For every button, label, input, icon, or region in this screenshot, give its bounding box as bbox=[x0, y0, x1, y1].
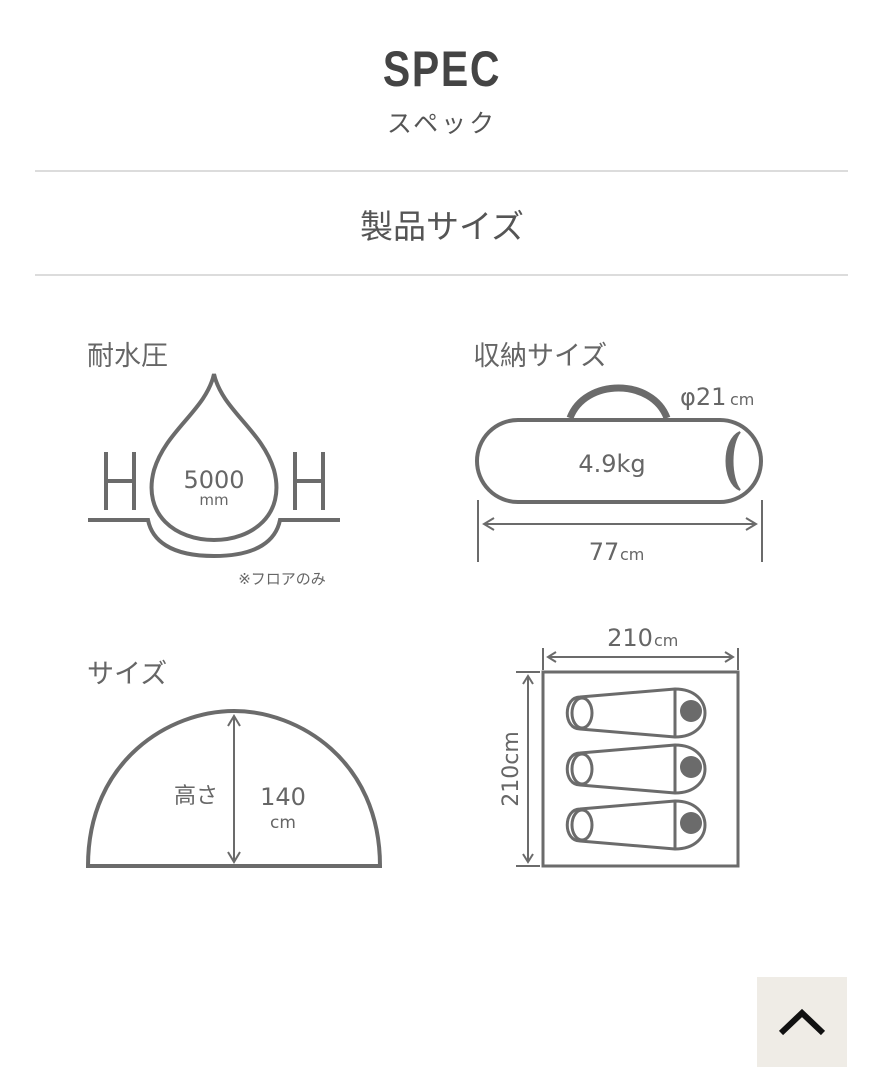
sleeping-bag-icon bbox=[565, 687, 707, 739]
section-title: 製品サイズ bbox=[359, 207, 524, 246]
floor-width: 210 bbox=[607, 624, 653, 652]
water-pressure-unit: mm bbox=[199, 491, 228, 509]
storage-diameter: φ21 bbox=[680, 383, 726, 411]
storage-length-unit: cm bbox=[620, 545, 644, 564]
water-drop-icon bbox=[88, 373, 340, 559]
page-title: SPEC bbox=[382, 41, 502, 97]
scroll-to-top-button[interactable] bbox=[757, 977, 847, 1067]
storage-diameter-unit: cm bbox=[730, 390, 754, 409]
height-label: 高さ bbox=[174, 784, 218, 809]
size-label: サイズ bbox=[87, 659, 168, 690]
floor-plan-icon bbox=[516, 648, 740, 868]
water-pressure-value: 5000 bbox=[183, 466, 244, 494]
tent-dome-icon bbox=[85, 708, 383, 868]
chevron-up-icon bbox=[778, 1008, 826, 1036]
floor-depth: 210cm bbox=[499, 731, 524, 807]
height-value: 140 bbox=[260, 783, 306, 811]
page-subtitle: スペック bbox=[386, 109, 498, 138]
storage-length: 77 bbox=[589, 538, 620, 566]
storage-weight: 4.9kg bbox=[578, 450, 645, 478]
height-unit: cm bbox=[270, 813, 296, 833]
storage-bag-icon bbox=[475, 384, 763, 562]
water-pressure-label: 耐水圧 bbox=[87, 341, 168, 372]
floor-only-note: ※フロアのみ bbox=[238, 570, 326, 588]
sleeping-bag-icon bbox=[565, 743, 707, 795]
sleeping-bag-icon bbox=[565, 799, 707, 851]
floor-width-unit: cm bbox=[654, 631, 678, 650]
divider-bottom bbox=[35, 274, 848, 276]
storage-size-label: 収納サイズ bbox=[473, 341, 608, 372]
divider-top bbox=[35, 170, 848, 172]
